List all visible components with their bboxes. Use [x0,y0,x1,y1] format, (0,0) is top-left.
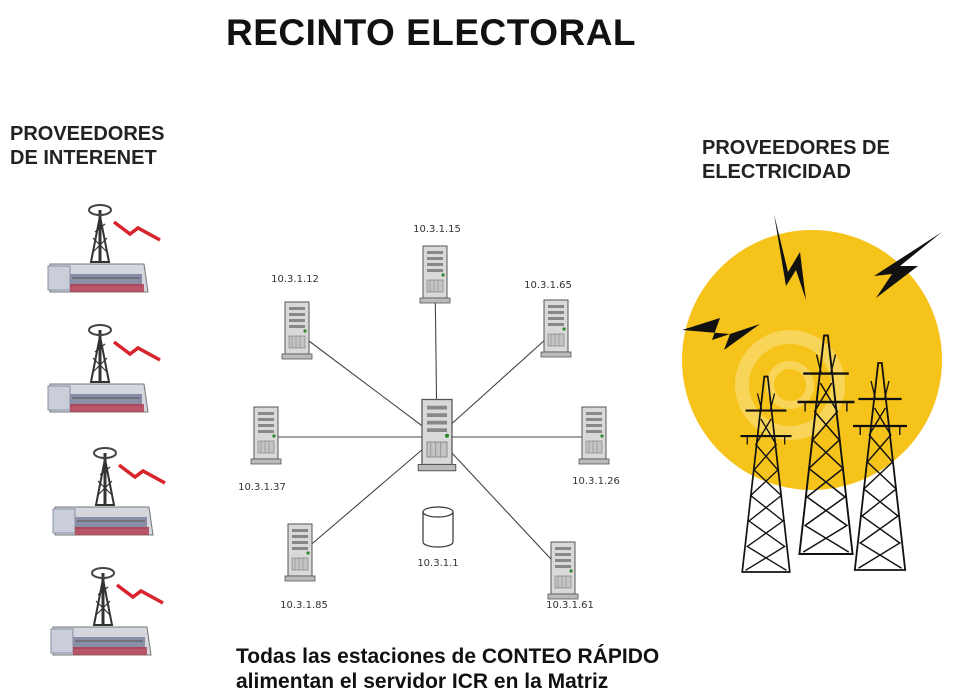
electricity-heading-line-2: ELECTRICIDAD [702,161,851,183]
server-tower-icon [547,541,579,600]
electricity-heading-line-1: PROVEEDORES DE [702,137,890,159]
network-link [296,331,438,438]
electricity-heading: PROVEEDORES DE ELECTRICIDAD [702,136,890,184]
isp-heading-line-2: DE INTERENET [10,147,157,169]
hub-ip-label: 10.3.1.1 [417,558,458,569]
lightning-bolt-icon [682,214,942,350]
server-tower-icon [578,406,610,465]
antenna-modem-icon [51,446,167,537]
server-tower-icon [419,245,451,304]
server-tower-icon [250,406,282,465]
node-ip-label: 10.3.1.15 [413,224,461,235]
node-ip-label: 10.3.1.61 [546,600,594,611]
network-link [299,436,438,555]
footer-caption: Todas las estaciones de CONTEO RÁPIDO al… [236,644,659,694]
network-node: 10.3.1.65 [524,280,572,358]
network-node: 10.3.1.26 [572,406,620,487]
server-tower-icon [417,398,457,472]
antenna-modem-icon [49,566,165,657]
isp-stack [46,203,167,657]
footer-line-2: alimentan el servidor ICR en la Matriz [236,670,609,694]
network-node: 10.3.1.12 [271,274,319,360]
node-ip-label: 10.3.1.37 [238,482,286,493]
antenna-modem-icon [46,323,162,414]
node-ip-label: 10.3.1.65 [524,280,572,291]
server-tower-icon [284,523,316,582]
network-node: 10.3.1.61 [546,541,594,611]
isp-heading: PROVEEDORES DE INTERENET [10,122,164,170]
antenna-modem-icon [46,203,162,294]
database: 10.3.1.1 [417,506,459,569]
network-node: 10.3.1.15 [413,224,461,304]
network-link [436,329,557,438]
isp-heading-line-1: PROVEEDORES [10,123,165,145]
node-ip-label: 10.3.1.85 [280,600,328,611]
node-ip-label: 10.3.1.26 [572,476,620,487]
server-tower-icon [540,299,572,358]
node-ip-label: 10.3.1.12 [271,274,319,285]
network-link [436,436,564,573]
footer-line-1: Todas las estaciones de CONTEO RÁPIDO [236,645,660,668]
database-icon [422,506,454,548]
server-tower-icon [281,301,313,360]
network-node: 10.3.1.85 [280,523,328,611]
network-node: 10.3.1.37 [238,406,286,493]
hub-server [417,398,457,472]
page-title: RECINTO ELECTORAL [225,12,637,53]
power-illustration [682,214,942,574]
